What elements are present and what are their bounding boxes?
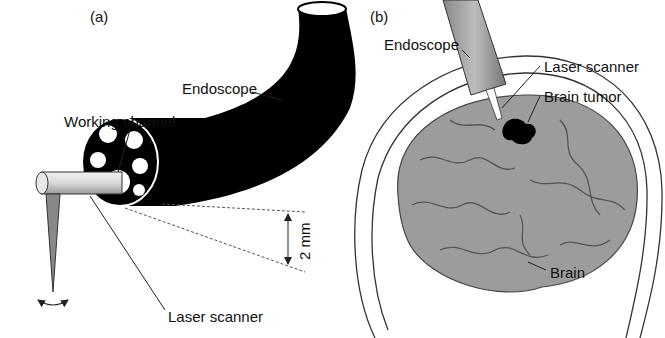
part-label: Brain — [548, 264, 587, 281]
part-label: Endoscope — [180, 80, 259, 97]
part-label: Brain tumor — [542, 88, 624, 105]
part-label: Working channel — [62, 113, 177, 130]
head-outline — [355, 56, 662, 338]
brain — [398, 95, 638, 292]
panel-letter: (a) — [88, 8, 110, 25]
laser-scanner — [36, 172, 122, 305]
dimension-lines — [125, 204, 305, 272]
dimension-label: 2 mm — [296, 221, 313, 263]
brain-tumor — [502, 119, 535, 145]
part-label: Endoscope — [382, 36, 461, 53]
endoscope-rod — [443, 0, 506, 120]
part-label: Laser scanner — [166, 308, 265, 325]
endoscope-tube — [82, 2, 356, 206]
part-label: Laser scanner — [542, 58, 641, 75]
leader-lines — [462, 50, 546, 270]
panel-letter: (b) — [368, 8, 390, 25]
